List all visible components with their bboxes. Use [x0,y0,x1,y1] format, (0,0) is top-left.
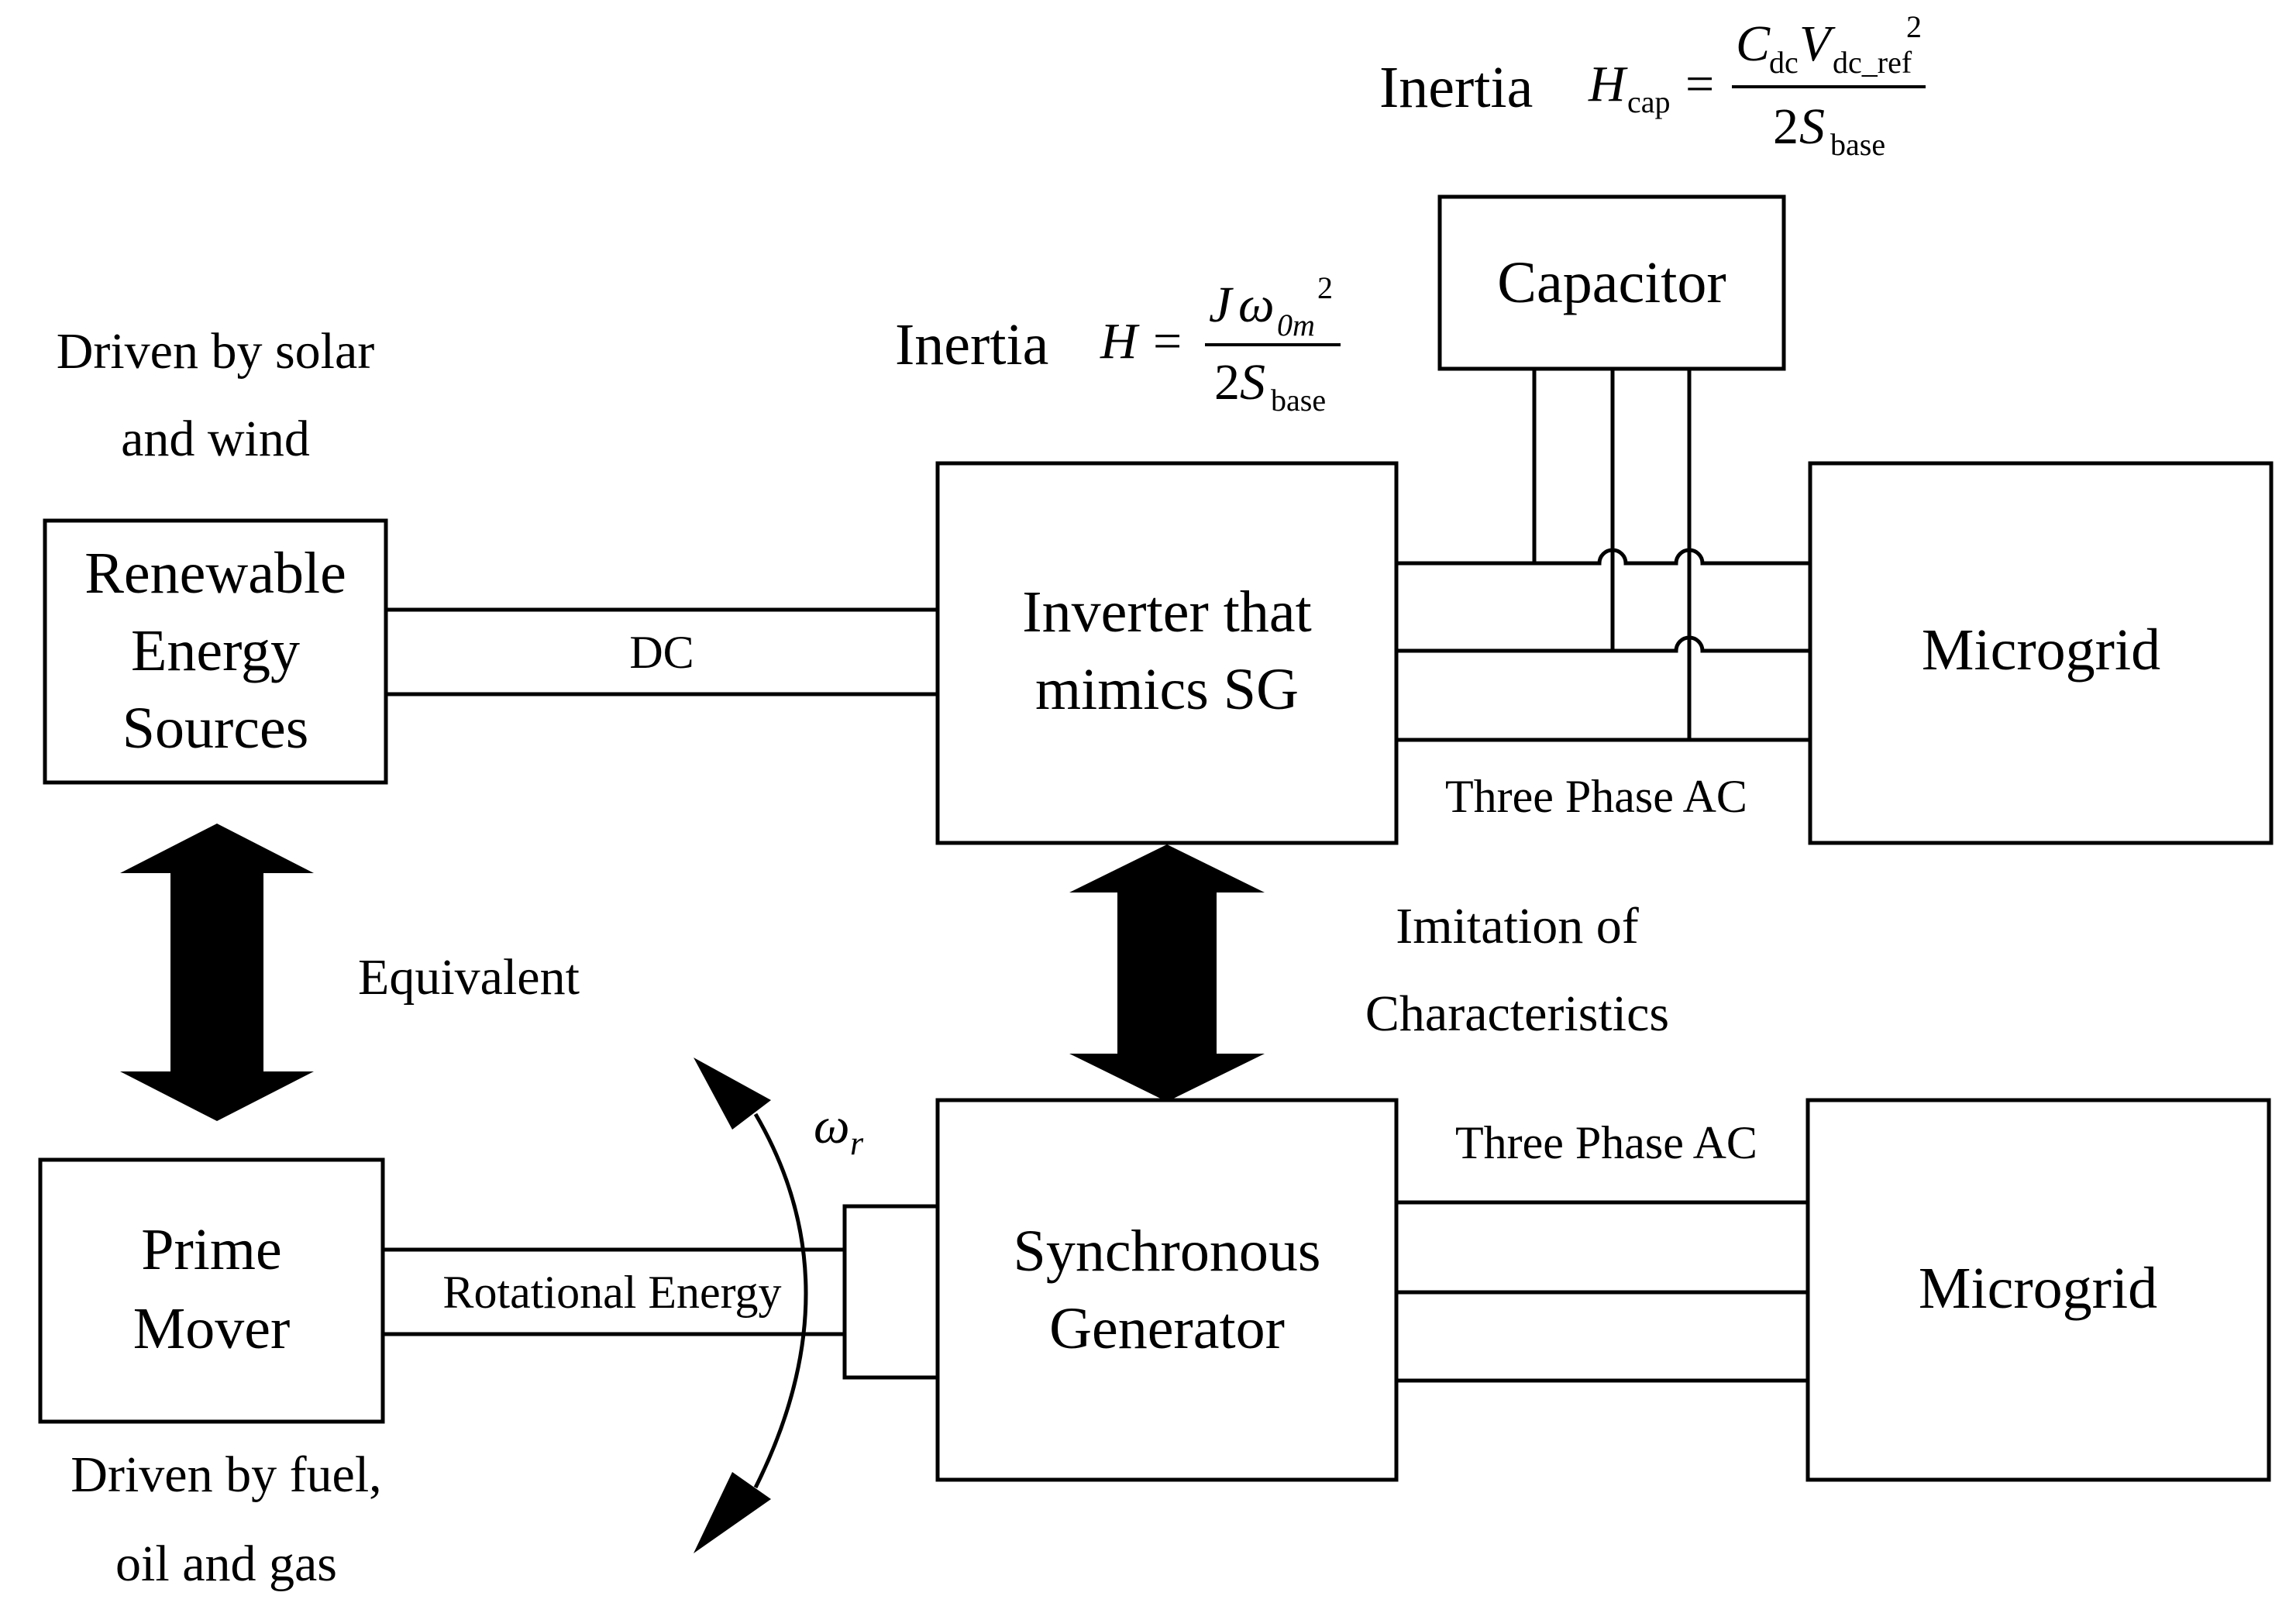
h-num-sub: 0m [1277,308,1315,342]
inverter-label-line2: mimics SG [1035,657,1299,722]
h-num-j: J [1209,277,1234,333]
prime-mover-label-line2: Mover [133,1296,291,1361]
dc-label: DC [629,627,694,678]
rotation-arc [753,1113,808,1489]
imitation-double-arrow [1069,844,1265,1102]
capacitor-label: Capacitor [1497,250,1726,315]
hcap-den-two: 2 [1773,98,1799,155]
capacitor-box [1437,194,1786,371]
hcap-den-base: base [1830,127,1885,162]
inverter-label-line1: Inverter that [1022,580,1311,645]
fuel-note-line2: oil and gas [115,1536,337,1592]
hcap-symbol: H [1588,56,1628,112]
sync-gen-label-line2: Generator [1049,1296,1285,1361]
fuel-note-line1: Driven by fuel, [71,1446,381,1503]
microgrid-bottom-label: Microgrid [1919,1256,2157,1321]
solar-wind-note-line1: Driven by solar [57,323,375,380]
omega-r-sub: r [850,1124,864,1162]
inverter-box [935,461,1399,845]
renewable-energy-sources-box [43,518,388,785]
phase-b-wire-top [1396,635,1810,653]
hcap-equals: = [1685,56,1714,112]
microgrid-bottom-box [1805,1098,2271,1482]
omega-r-symbol: ω [814,1098,850,1154]
three-phase-ac-label-bottom: Three Phase AC [1455,1117,1757,1168]
prime-mover-label-line1: Prime [141,1217,282,1282]
hcap-num-c: C [1736,15,1771,72]
hcap-num-v: V [1799,15,1836,72]
hcap-num-square: 2 [1906,9,1922,44]
sync-gen-label-line1: Synchronous [1014,1219,1321,1284]
renewable-label-line1: Renewable [84,541,346,606]
equivalent-label: Equivalent [358,949,580,1006]
h-den-s: S [1240,354,1265,411]
solar-wind-note-line2: and wind [121,411,310,467]
h-equals: = [1153,313,1182,370]
renewable-label-line3: Sources [122,696,309,761]
hcap-num-dc: dc [1769,45,1799,80]
imitation-label-line2: Characteristics [1365,985,1669,1042]
h-den-base: base [1271,383,1326,418]
rotational-energy-label: Rotational Energy [442,1267,781,1318]
microgrid-top-box [1808,461,2274,845]
phase-a-wire-top [1396,548,1810,566]
h-symbol: H [1100,313,1140,370]
h-num-square: 2 [1317,270,1333,305]
rotation-arrowhead-down [694,1472,771,1553]
h-den-two: 2 [1214,354,1240,411]
prime-mover-box [38,1157,385,1424]
generator-shaft-coupling [842,1204,940,1380]
synchronous-generator-box [935,1098,1399,1482]
microgrid-top-label: Microgrid [1922,617,2160,683]
renewable-label-line2: Energy [131,618,300,683]
inertia-label-rotor: Inertia [895,312,1048,377]
imitation-label-line1: Imitation of [1396,898,1638,954]
hcap-den-s: S [1799,98,1825,155]
h-num-omega: ω [1238,277,1275,333]
equivalent-double-arrow [120,824,314,1121]
three-phase-ac-label-top: Three Phase AC [1445,771,1747,822]
inertia-label-capacitor: Inertia [1379,55,1533,120]
hcap-sub: cap [1627,84,1671,119]
hcap-num-dcref: dc_ref [1833,45,1912,80]
rotation-arrowhead-up [694,1058,771,1130]
